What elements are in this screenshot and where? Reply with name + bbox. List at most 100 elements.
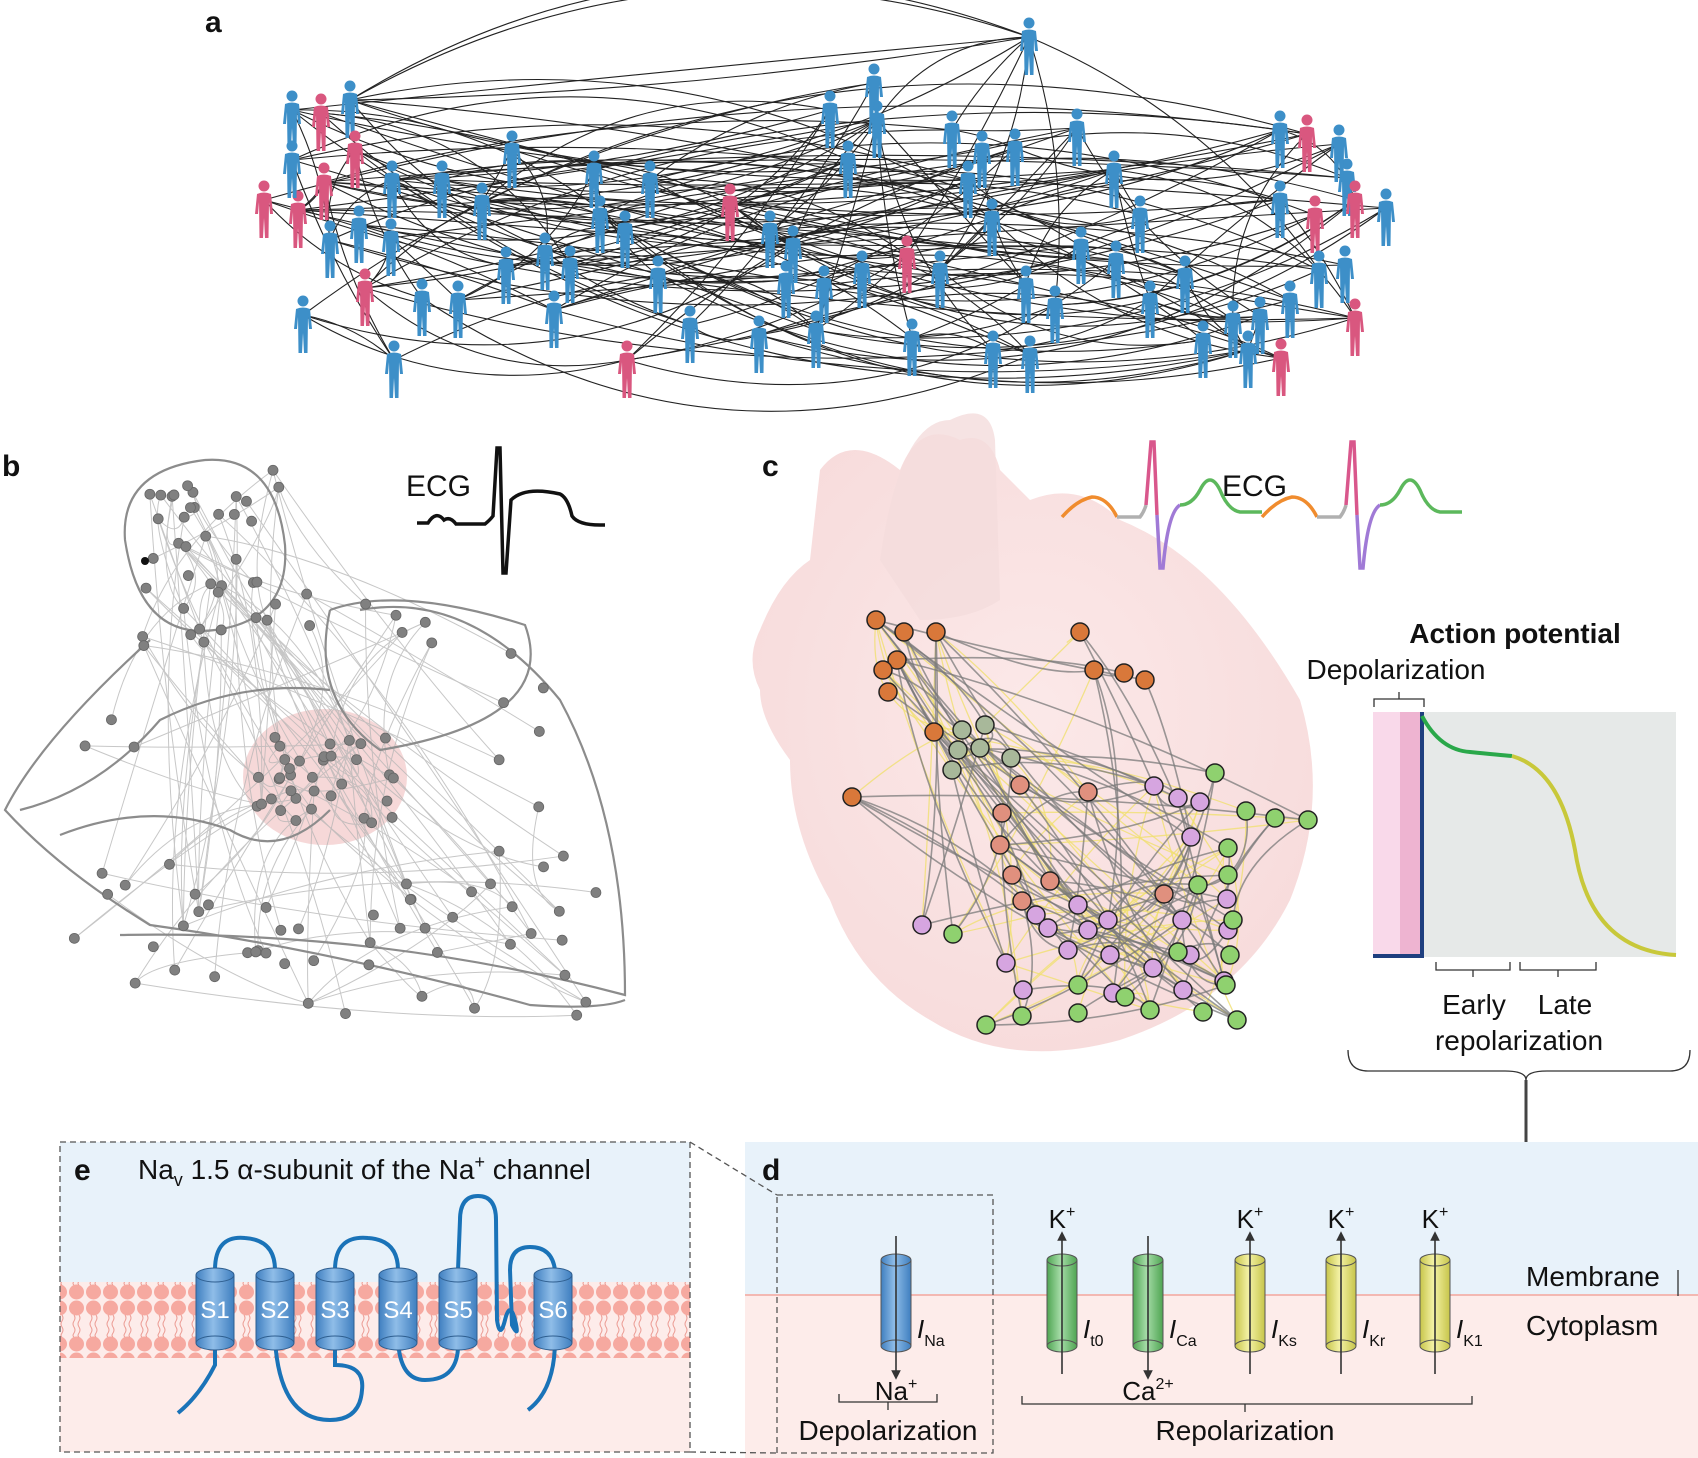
heart-edge <box>1019 784 1151 1011</box>
social-edge <box>992 299 1151 351</box>
body-node <box>256 798 267 810</box>
heart-node-graygreen <box>975 715 995 735</box>
body-node <box>96 867 108 879</box>
heart-node-green <box>1227 1010 1247 1030</box>
body-node <box>390 609 402 621</box>
nav-peptide-chain <box>176 1193 557 1423</box>
social-edge <box>815 304 1056 339</box>
body-edge <box>205 535 512 654</box>
panel-e-nav15: e Nav 1.5 α-subunit of the Na+ channel S… <box>59 1141 778 1454</box>
heart-node-salmon <box>1010 775 1030 795</box>
body-node <box>194 623 205 635</box>
segment-label: S6 <box>538 1297 567 1324</box>
ap-late-repolarization-curve <box>1511 754 1677 957</box>
person-pink-icon <box>255 180 273 238</box>
body-node <box>260 902 272 913</box>
body-edge <box>278 487 366 605</box>
body-main-edge <box>123 458 287 632</box>
heart-edge <box>1011 874 1238 1021</box>
social-edge <box>769 229 1320 327</box>
heart-node-orange <box>887 650 907 670</box>
body-edge <box>313 818 366 961</box>
body-edge <box>253 582 504 704</box>
social-edge <box>906 254 1234 321</box>
body-node <box>215 624 227 636</box>
heart-edge <box>882 669 1238 1021</box>
body-main-edge <box>19 686 331 812</box>
heart-node-green <box>1223 910 1243 930</box>
body-node <box>302 997 314 1009</box>
body-edge <box>269 487 281 747</box>
body-node <box>138 640 150 651</box>
body-node <box>144 488 156 500</box>
body-main-edge <box>3 639 626 1008</box>
ion-label: K+ <box>1049 1204 1076 1234</box>
body-edge <box>272 470 407 885</box>
heart-node-salmon <box>1040 871 1060 891</box>
body-node <box>343 734 355 746</box>
body-edge <box>308 883 491 1004</box>
body-edge <box>272 469 500 761</box>
segment-top <box>378 1267 418 1283</box>
body-node <box>119 879 131 891</box>
body-edge <box>235 559 282 931</box>
social-edge <box>297 209 1117 261</box>
body-node <box>325 790 337 802</box>
social-edge <box>689 324 760 341</box>
body-node <box>203 899 214 911</box>
body-edge <box>142 636 259 778</box>
social-edge <box>329 143 1340 306</box>
body-node <box>355 738 367 750</box>
body-node <box>261 614 273 626</box>
social-edge <box>769 222 1346 266</box>
body-node <box>485 878 496 890</box>
body-edge <box>133 621 426 748</box>
body-node <box>404 894 416 905</box>
body-node <box>419 616 431 628</box>
body-node <box>340 1008 351 1019</box>
ap-depolarization-bracket <box>1373 692 1425 707</box>
body-node <box>360 598 372 610</box>
segment-body <box>315 1274 355 1344</box>
ap-repolarization-label: repolarization <box>1435 1025 1603 1056</box>
person-blue-icon <box>294 295 312 353</box>
heart-edge <box>1047 927 1154 969</box>
body-edge <box>165 496 184 609</box>
heart-node-green <box>1205 763 1225 783</box>
body-edge <box>348 740 371 943</box>
ion-label: Na+ <box>875 1376 918 1406</box>
social-edge <box>391 179 507 267</box>
heart-edge <box>1112 836 1192 994</box>
body-edge <box>406 881 513 907</box>
social-edge <box>441 129 1281 205</box>
body-node <box>493 845 505 857</box>
heart-yellow-edge <box>984 724 1228 900</box>
social-edge <box>553 309 1249 373</box>
body-edge <box>257 931 511 952</box>
body-edge <box>198 496 237 912</box>
body-node <box>180 541 192 552</box>
body-node <box>164 858 175 870</box>
body-node <box>274 740 286 752</box>
panel-b-body-network: b ECG <box>2 446 627 1021</box>
body-node <box>241 495 252 507</box>
social-edge <box>1149 143 1340 301</box>
heart-node-green <box>1218 865 1238 885</box>
heart-edge <box>875 619 1021 786</box>
segment-bottom <box>533 1335 573 1351</box>
body-node <box>401 878 412 890</box>
body-node <box>168 489 180 501</box>
social-edge <box>511 149 1346 267</box>
body-edge <box>178 542 511 945</box>
ap-phase0-band-dark <box>1400 712 1422 957</box>
panel-c-nodes <box>842 610 1318 1035</box>
body-node <box>525 928 537 939</box>
segment-body <box>195 1274 235 1344</box>
person-blue-icon <box>1020 17 1038 75</box>
heart-node-graygreen <box>970 738 990 758</box>
body-node <box>556 934 568 946</box>
body-node <box>246 515 257 527</box>
body-edge <box>308 971 565 1004</box>
